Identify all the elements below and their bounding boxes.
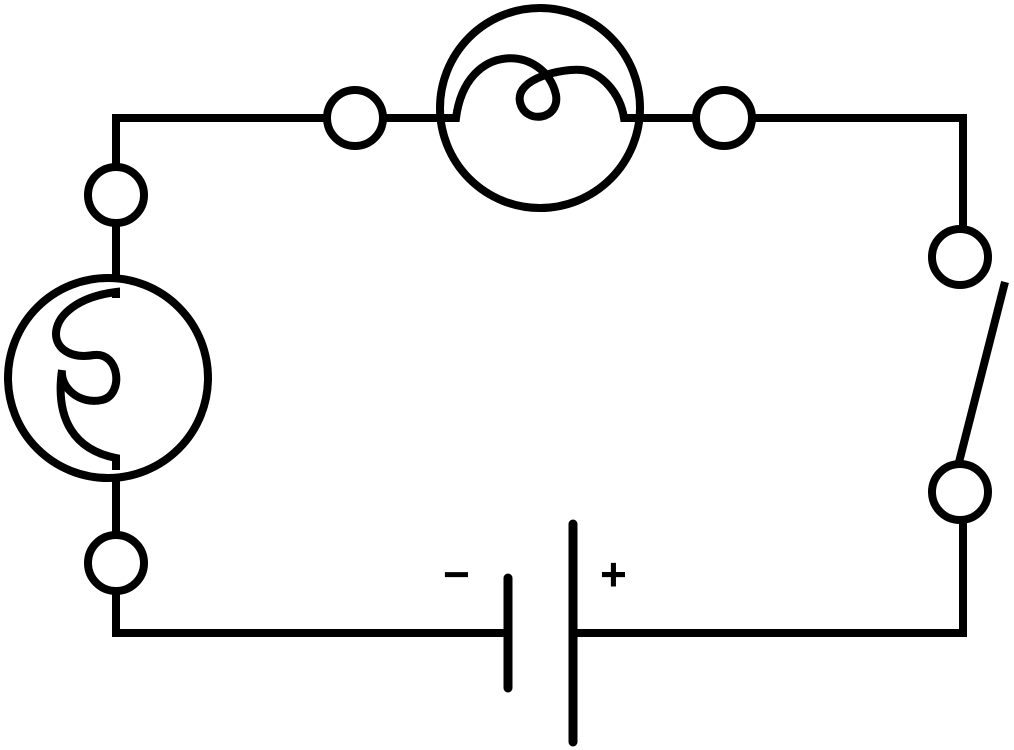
left-bulb-glass <box>4 274 212 482</box>
terminal-switch-lower <box>928 460 992 524</box>
left-bulb-filament <box>52 287 121 470</box>
terminal-left-upper <box>84 163 148 227</box>
battery-negative-label: − <box>443 548 470 600</box>
terminals <box>84 86 992 595</box>
terminal-top-right <box>692 86 756 150</box>
terminal-left-lower <box>84 531 148 595</box>
battery-positive-label: + <box>600 548 627 600</box>
terminal-switch-upper <box>928 225 992 289</box>
wire-top-left <box>112 114 326 168</box>
left-light-bulb <box>4 274 212 482</box>
top-bulb-glass <box>436 4 644 212</box>
wire-bottom-right <box>573 520 967 637</box>
terminal-top-left <box>323 86 387 150</box>
battery: − + <box>443 519 627 747</box>
wire-bottom-left <box>112 592 508 637</box>
top-light-bulb <box>436 4 644 212</box>
top-bulb-filament <box>440 54 640 122</box>
wire-top-right <box>752 114 967 230</box>
switch-lever <box>954 281 1009 467</box>
